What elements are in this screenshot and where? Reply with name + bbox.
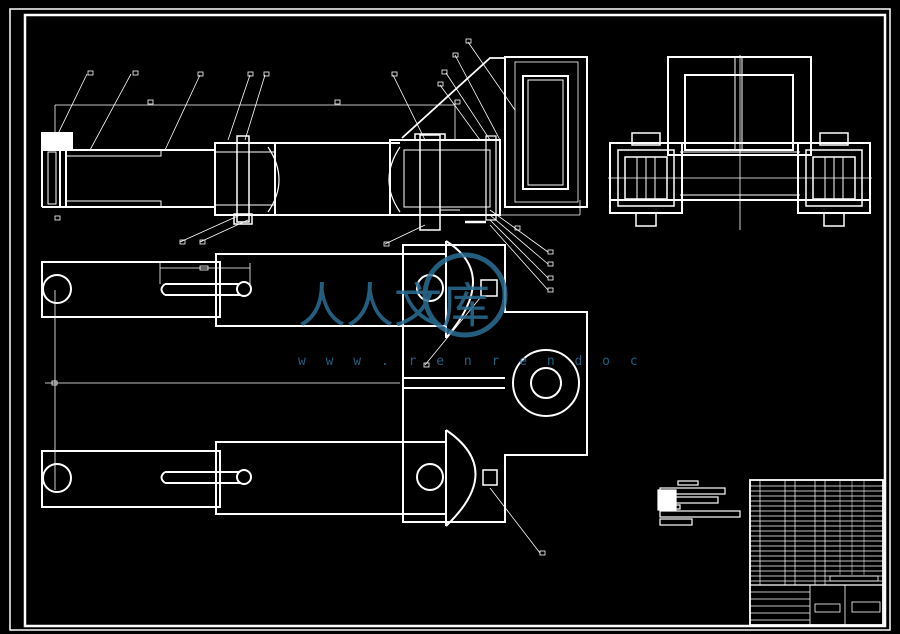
watermark-logo-ring-icon xyxy=(422,252,508,338)
title-block xyxy=(749,479,884,626)
watermark-logo-text: 人人文库 xyxy=(298,278,490,334)
watermark-url-text: w w w . r e n r e n d o c xyxy=(298,354,644,369)
sheet-inner-border xyxy=(23,13,887,628)
watermark: 人人文库 w w w . r e n r e n d o c xyxy=(298,252,644,369)
parts-list-stub xyxy=(657,480,741,526)
dimension-lines xyxy=(45,41,872,554)
sheet-outer-border xyxy=(9,8,891,631)
plan-view xyxy=(41,240,588,527)
top-section-view xyxy=(41,56,588,231)
label-tags xyxy=(51,38,554,556)
